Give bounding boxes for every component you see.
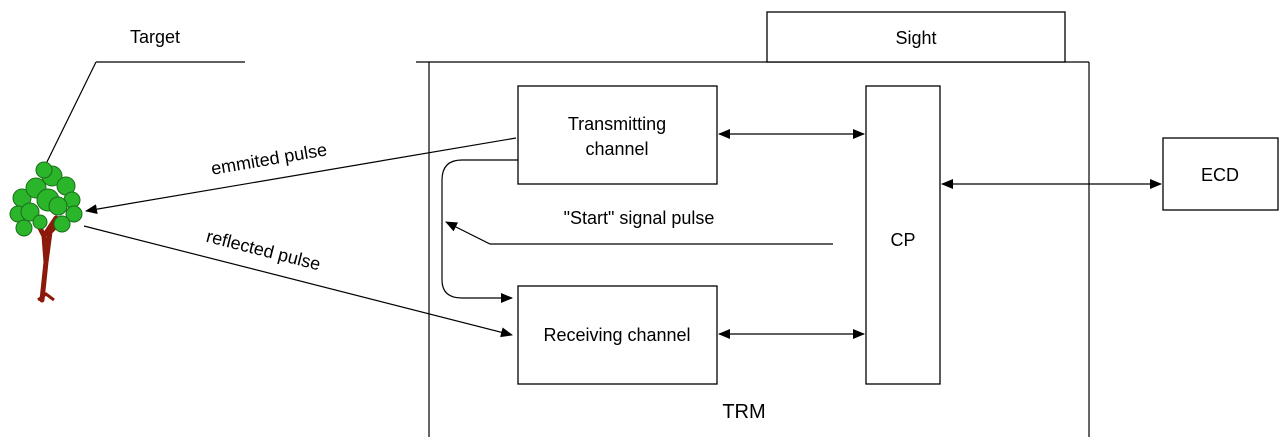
reflected-pulse-arrow: [83, 225, 513, 338]
transmitting-channel-rect: [517, 85, 718, 185]
transmitting-channel-box: Transmitting channel: [517, 85, 718, 185]
start-signal-arrow: [445, 221, 833, 245]
start-signal-label: "Start" signal pulse: [564, 208, 715, 228]
start-signal-pulse: "Start" signal pulse: [445, 208, 833, 245]
trm-frame: TRM: [416, 61, 1090, 437]
tree-icon: [9, 161, 83, 303]
target-leader-line: [43, 61, 97, 169]
transmitting-channel-label-line1: Transmitting: [568, 114, 666, 134]
sight-label: Sight: [895, 28, 936, 48]
target-label-group: Target: [43, 27, 245, 169]
cp-label: CP: [890, 230, 915, 250]
sight-box: Sight: [766, 11, 1066, 63]
ecd-label: ECD: [1201, 165, 1239, 185]
receiving-channel-rect: [517, 285, 718, 385]
emitted-pulse: emmited pulse: [85, 137, 517, 215]
emitted-pulse-arrow: [85, 137, 517, 215]
receiving-channel-label: Receiving channel: [543, 325, 690, 345]
ecd-box: ECD: [1162, 137, 1279, 211]
sight-rect: [766, 11, 1066, 63]
receiving-channel-box: Receiving channel: [517, 285, 718, 385]
transmitting-channel-label-line2: channel: [585, 139, 648, 159]
reflected-pulse: reflected pulse: [83, 225, 513, 338]
ecd-rect: [1162, 137, 1279, 211]
cp-rect: [865, 85, 941, 385]
target-label: Target: [130, 27, 180, 47]
internal-start-path: [441, 159, 518, 303]
trm-label: TRM: [722, 401, 765, 423]
reflected-pulse-label: reflected pulse: [204, 226, 322, 274]
cp-box: CP: [865, 85, 941, 385]
